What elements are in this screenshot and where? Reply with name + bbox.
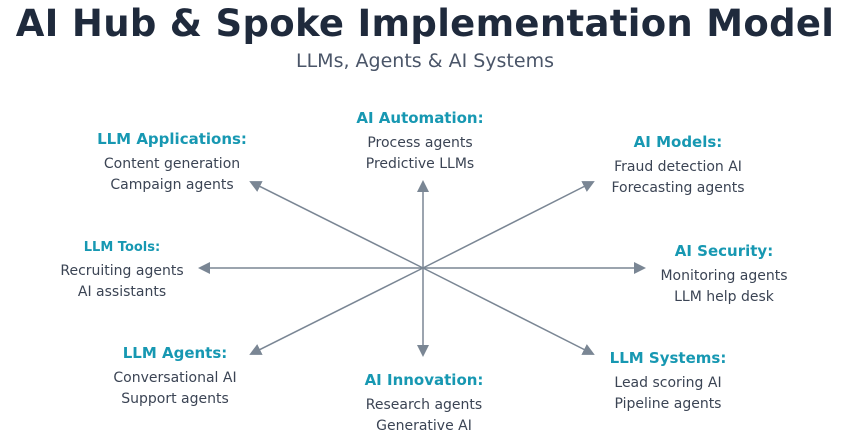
node-item: Predictive LLMs: [365, 156, 475, 172]
spoke-arrow-down-right: [422, 267, 595, 355]
node-llm-tools: LLM Tools: Recruiting agents AI assistan…: [60, 240, 183, 303]
node-heading: LLM Applications:: [97, 130, 247, 148]
diagram-subtitle: LLMs, Agents & AI Systems: [296, 50, 554, 72]
node-item: Research agents: [365, 397, 483, 413]
node-ai-innovation: AI Innovation: Research agents Generativ…: [365, 371, 484, 437]
node-item: Campaign agents: [110, 177, 234, 193]
node-heading: AI Security:: [674, 242, 774, 260]
spoke-arrow-up-right: [422, 181, 595, 269]
node-llm-applications: LLM Applications: Content generation Cam…: [97, 130, 247, 196]
node-ai-security: AI Security: Monitoring agents LLM help …: [660, 242, 787, 308]
diagram-title: AI Hub & Spoke Implementation Model: [15, 2, 835, 45]
node-item: Conversational AI: [113, 370, 237, 386]
node-item: Content generation: [103, 156, 241, 172]
node-item: Generative AI: [376, 418, 472, 434]
node-heading: AI Innovation:: [364, 371, 484, 389]
node-item: LLM help desk: [674, 289, 774, 305]
node-item: Pipeline agents: [614, 396, 722, 412]
node-ai-models: AI Models: Fraud detection AI Forecastin…: [611, 133, 744, 199]
node-item: Fraud detection AI: [614, 159, 742, 175]
node-heading: LLM Agents:: [122, 344, 228, 362]
node-ai-automation: AI Automation: Process agents Predictive…: [356, 109, 483, 175]
node-heading: LLM Tools:: [83, 240, 161, 255]
node-item: Lead scoring AI: [614, 375, 722, 391]
spoke-arrow-up-left: [249, 181, 424, 269]
node-llm-systems: LLM Systems: Lead scoring AI Pipeline ag…: [610, 349, 727, 415]
node-item: Support agents: [121, 391, 229, 407]
node-heading: AI Models:: [633, 133, 723, 151]
node-item: AI assistants: [77, 284, 167, 300]
node-heading: AI Automation:: [356, 109, 484, 127]
node-item: Forecasting agents: [611, 180, 745, 196]
node-heading: LLM Systems:: [609, 349, 727, 367]
node-item: Monitoring agents: [660, 268, 788, 284]
node-item: Process agents: [367, 135, 473, 151]
node-llm-agents: LLM Agents: Conversational AI Support ag…: [113, 344, 236, 410]
spoke-arrow-down-left: [249, 267, 424, 355]
node-item: Recruiting agents: [60, 263, 184, 279]
